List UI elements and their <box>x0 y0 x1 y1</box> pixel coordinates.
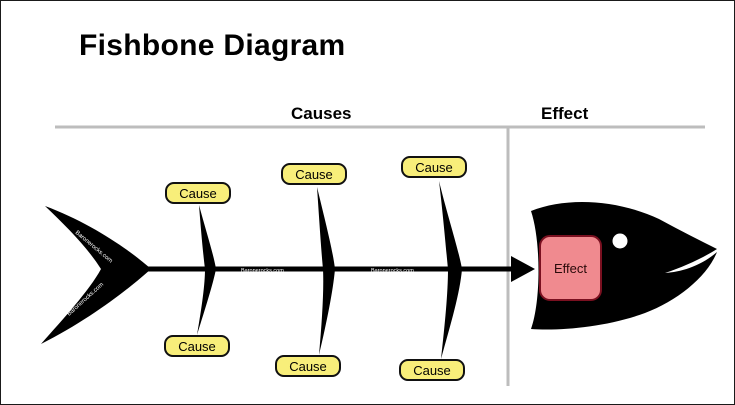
cause-box-top-3: Cause <box>401 156 467 178</box>
cause-box-top-1: Cause <box>165 182 231 204</box>
rib-3 <box>439 181 462 359</box>
fish-eye <box>609 230 631 252</box>
rib-1 <box>197 205 216 335</box>
cause-box-bottom-2: Cause <box>275 355 341 377</box>
fish-tail <box>41 206 151 344</box>
spine-watermark-1: Baronerocks.com <box>241 268 284 274</box>
spine-watermark-2: Baronerocks.com <box>371 268 414 274</box>
rib-2 <box>317 187 335 355</box>
effect-box: Effect <box>539 235 602 301</box>
cause-box-bottom-3: Cause <box>399 359 465 381</box>
effect-header: Effect <box>541 104 589 123</box>
causes-header: Causes <box>291 104 352 123</box>
spine-arrowhead <box>511 256 535 282</box>
cause-box-top-2: Cause <box>281 163 347 185</box>
page-title: Fishbone Diagram <box>79 29 346 62</box>
cause-box-bottom-1: Cause <box>164 335 230 357</box>
